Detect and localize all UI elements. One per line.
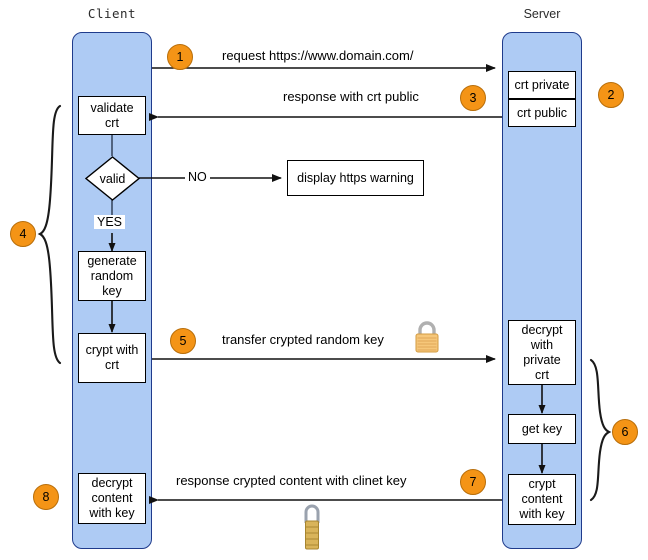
branch-label-yes: YES	[94, 215, 126, 229]
step-badge-1[interactable]: 1	[167, 44, 193, 70]
process-box-crt-private[interactable]: crt private	[508, 71, 576, 99]
process-box-crypt-content-with-key[interactable]: crypt content with key	[508, 474, 576, 525]
message-label-transfer-crypted-random-key: transfer crypted random key	[222, 332, 384, 347]
lane-title-server: Server	[523, 7, 561, 21]
padlock-icon	[411, 319, 443, 353]
process-box-crypt-with-crt[interactable]: crypt with crt	[78, 333, 146, 383]
decision-valid[interactable]: valid	[85, 156, 140, 201]
message-label-response-crypted-content: response crypted content with clinet key	[176, 473, 407, 488]
step-badge-5[interactable]: 5	[170, 328, 196, 354]
step-badge-4[interactable]: 4	[10, 221, 36, 247]
lane-title-client: Client	[87, 6, 137, 21]
process-box-get-key[interactable]: get key	[508, 414, 576, 444]
process-box-validate-crt[interactable]: validate crt	[78, 96, 146, 135]
process-box-display-https-warning[interactable]: display https warning	[287, 160, 424, 196]
combination-padlock-icon	[299, 501, 325, 551]
process-box-decrypt-with-private-crt[interactable]: decrypt with private crt	[508, 320, 576, 385]
process-box-generate-random-key[interactable]: generate random key	[78, 251, 146, 301]
step-badge-3[interactable]: 3	[460, 85, 486, 111]
message-label-request: request https://www.domain.com/	[222, 48, 414, 63]
step-badge-7[interactable]: 7	[460, 469, 486, 495]
decision-valid-label: valid	[99, 171, 126, 186]
step-badge-6[interactable]: 6	[612, 419, 638, 445]
step-badge-2[interactable]: 2	[598, 82, 624, 108]
message-label-response-crt-public: response with crt public	[283, 89, 419, 104]
step-badge-8[interactable]: 8	[33, 484, 59, 510]
process-box-crt-public[interactable]: crt public	[508, 99, 576, 127]
process-box-decrypt-content-with-key[interactable]: decrypt content with key	[78, 473, 146, 524]
branch-label-no: NO	[185, 170, 210, 184]
